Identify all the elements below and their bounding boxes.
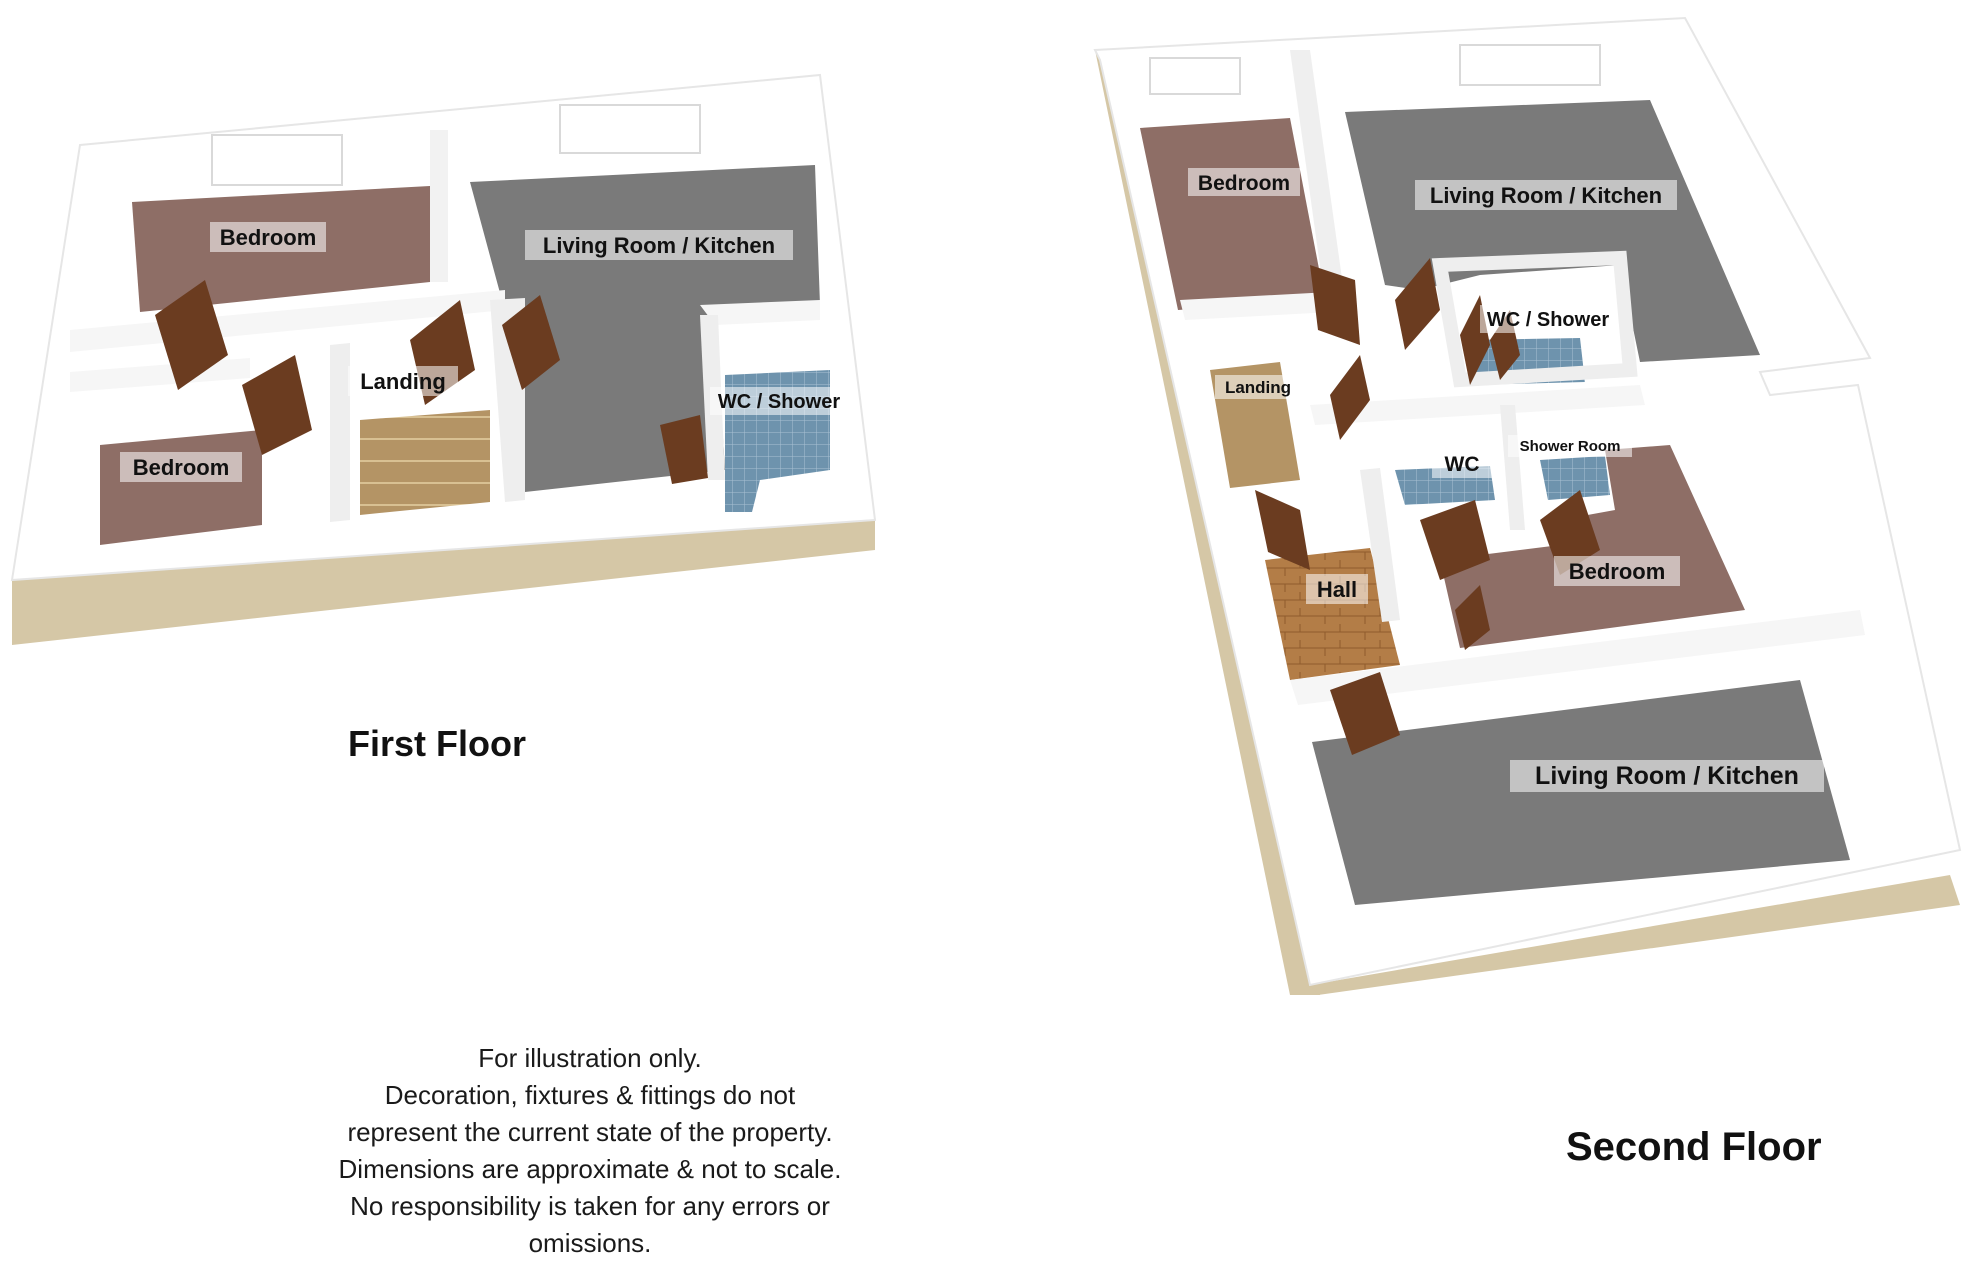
room-label: Living Room / Kitchen [543, 233, 775, 258]
door-icon [1330, 355, 1370, 440]
door-icon [1420, 500, 1490, 580]
door-icon [1395, 258, 1440, 350]
first-floor-plan [10, 73, 877, 645]
room-label: Bedroom [1198, 172, 1290, 195]
door-icon [1310, 265, 1360, 345]
room-label: Bedroom [1569, 559, 1666, 584]
room-label: Bedroom [220, 225, 317, 250]
door-icon [1540, 490, 1600, 575]
window [211, 134, 343, 186]
second-floor-shower-room-floor [1540, 456, 1610, 500]
room-label: Hall [1317, 577, 1357, 602]
disclaimer-line: For illustration only. [478, 1043, 702, 1073]
door-icon [502, 295, 560, 390]
second-floor-living-top-floor [1345, 100, 1760, 362]
door-icon [1455, 585, 1490, 650]
second-floor-wall [1310, 385, 1645, 425]
second-floor-plan [1093, 16, 1962, 995]
room-label: Shower Room [1520, 438, 1621, 455]
disclaimer: For illustration only. Decoration, fixtu… [230, 1040, 950, 1262]
disclaimer-line: Decoration, fixtures & fittings do not [384, 1080, 796, 1110]
first-floor-wall [700, 300, 820, 325]
first-floor-wall [330, 343, 350, 522]
disclaimer-line: Dimensions are approximate & not to scal… [338, 1154, 842, 1184]
first-floor-base [12, 520, 875, 645]
second-floor-wall [1500, 405, 1525, 530]
second-floor-wall [1431, 250, 1638, 388]
window [1459, 44, 1601, 86]
floor-title-second: Second Floor [1566, 1125, 1822, 1169]
room-label: WC [1445, 453, 1480, 476]
second-floor-living-bottom-floor [1312, 680, 1850, 905]
door-icon [1255, 490, 1310, 570]
room-label: WC / Shower [718, 391, 840, 413]
door-icon [242, 355, 312, 455]
second-floor-wall [1180, 292, 1332, 320]
second-floor-wall [1290, 610, 1865, 705]
second-floor-bedroom-top-floor [1140, 118, 1325, 310]
room-label: Living Room / Kitchen [1430, 183, 1662, 208]
second-floor-base [1310, 875, 1960, 995]
door-icon [1330, 672, 1400, 755]
window [559, 104, 701, 154]
room-label: Landing [360, 369, 446, 394]
room-label: Bedroom [133, 455, 230, 480]
room-label: Living Room / Kitchen [1535, 762, 1799, 790]
first-floor-labels: Bedroom Living Room / Kitchen Landing WC… [120, 222, 848, 482]
first-floor-wall [430, 130, 448, 282]
first-floor-bedroom-bottom-floor [100, 430, 262, 545]
room-label: Landing [1225, 378, 1291, 397]
room-label: WC / Shower [1487, 309, 1609, 331]
second-floor-labels: Bedroom Living Room / Kitchen WC / Showe… [1188, 168, 1824, 792]
door-icon [660, 415, 708, 484]
second-floor-wall [1360, 468, 1400, 622]
disclaimer-line: represent the current state of the prope… [347, 1117, 833, 1147]
disclaimer-line: No responsibility is taken for any error… [350, 1191, 830, 1221]
disclaimer-line: omissions. [528, 1228, 652, 1258]
window [1149, 57, 1241, 95]
floor-title-first: First Floor [348, 723, 526, 764]
first-floor-landing-stairs [360, 410, 490, 515]
second-floor-wall [1290, 50, 1345, 302]
door-icon [155, 280, 228, 390]
